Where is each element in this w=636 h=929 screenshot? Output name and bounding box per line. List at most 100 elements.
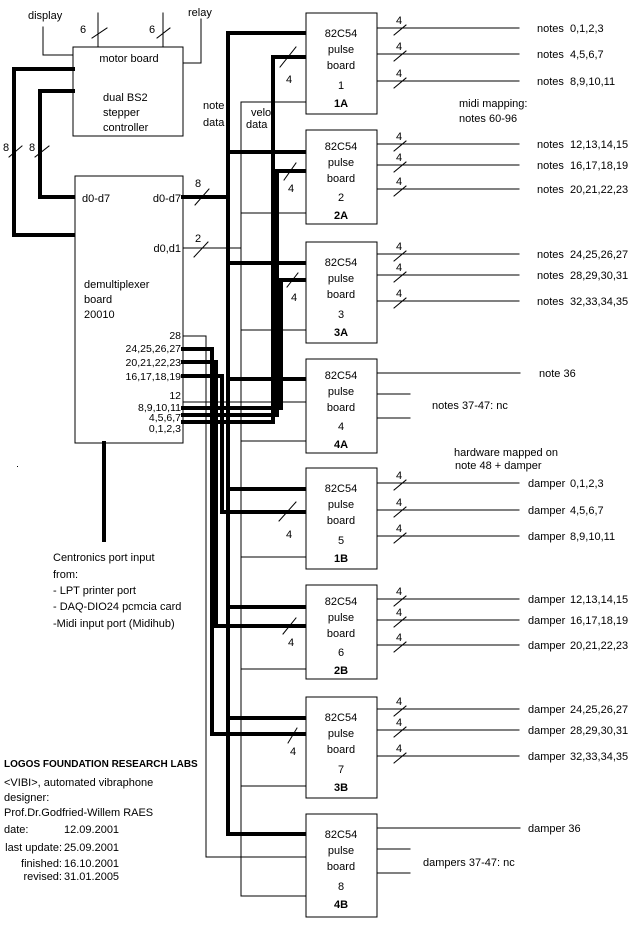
board-type-label: pulse	[328, 44, 354, 56]
board-type-label: board	[327, 628, 355, 640]
bus-width-label: 4	[288, 183, 294, 195]
board-number: 7	[338, 764, 344, 776]
output-label: damper	[528, 615, 566, 627]
output-value: 24,25,26,27	[570, 249, 628, 261]
bus-width-label: 4	[396, 152, 402, 164]
bus-width-slash	[393, 185, 407, 197]
output-value: 8,9,10,11	[570, 76, 615, 88]
bus-width-slash	[393, 705, 407, 717]
bus-width-label: 4	[396, 288, 402, 300]
demux-output-wire	[181, 360, 308, 628]
pulse-board-box	[305, 12, 378, 115]
output-label: damper	[528, 704, 566, 716]
board-output: 4 notes 8,9,10,11	[376, 68, 615, 89]
output-value: 16,17,18,19	[570, 160, 628, 172]
bus-width-label: 4	[396, 241, 402, 253]
organization-name: LOGOS FOUNDATION RESEARCH LABS	[4, 759, 198, 770]
pulse-board-box	[305, 358, 378, 454]
board-type-label: board	[327, 60, 355, 72]
output-label: notes	[537, 160, 564, 172]
date-label: last update:	[5, 842, 62, 854]
output-label: notes	[537, 23, 564, 35]
output-label: damper	[528, 751, 566, 763]
demux-output-label: 16,17,18,19	[126, 371, 182, 383]
bus-width-label: 4	[396, 41, 402, 53]
bus-width-slash	[393, 271, 407, 283]
midi-mapping-note: midi mapping:	[459, 98, 527, 110]
board-number: 4	[338, 421, 344, 433]
board-number: 1	[338, 80, 344, 92]
bus-width-slash	[393, 77, 407, 89]
output-label: damper	[528, 531, 566, 543]
demux-output-label: 20,21,22,23	[126, 357, 182, 369]
pulse-board-box	[305, 696, 378, 799]
demux-output-wire	[182, 335, 307, 858]
bus-width-label: 4	[286, 529, 292, 541]
output-label: notes	[537, 76, 564, 88]
bus-width-slash	[393, 752, 407, 764]
output-value: 24,25,26,27	[570, 704, 628, 716]
bus-width-slash	[34, 145, 50, 158]
output-value: 12,13,14,15	[570, 139, 628, 151]
centronics-text: -Midi input port (Midihub)	[53, 618, 175, 630]
bus-width-slash	[393, 50, 407, 62]
board-number: 5	[338, 535, 344, 547]
bus-width-label: 4	[396, 68, 402, 80]
date-value: 31.01.2005	[64, 871, 119, 883]
bus-width-label: 4	[396, 607, 402, 619]
motor-board-title: motor board	[99, 53, 158, 65]
output-label: note 36	[539, 368, 576, 380]
output-label: notes	[537, 49, 564, 61]
bus-width-slash	[393, 595, 407, 607]
board-type-label: board	[327, 515, 355, 527]
bus-width-label: 4	[288, 637, 294, 649]
board-number: 6	[338, 647, 344, 659]
date-value: 16.10.2001	[64, 858, 119, 870]
output-value: 8,9,10,11	[570, 531, 615, 543]
bus-width-label: 4	[396, 743, 402, 755]
output-value: 20,21,22,23	[570, 184, 628, 196]
bus-width-slash	[393, 24, 407, 36]
output-label: damper	[528, 640, 566, 652]
output-value: 12,13,14,15	[570, 594, 628, 606]
note-data-label: data	[203, 117, 225, 129]
output-label: damper	[528, 725, 566, 737]
bus-width-label: 2	[195, 233, 201, 245]
board-type-label: board	[327, 402, 355, 414]
pulse-board-box	[305, 584, 378, 680]
demux-output-label: 12	[169, 390, 181, 402]
board-type-label: pulse	[328, 845, 354, 857]
bus-width-slash	[282, 617, 297, 635]
chip-label: 82C54	[325, 370, 357, 382]
demux-output-label: 8,9,10,11	[138, 402, 181, 414]
output-label: notes	[537, 139, 564, 151]
bus-width-slash	[287, 727, 298, 744]
bus-width-label: 8	[29, 142, 35, 154]
pulse-board-box	[305, 129, 378, 225]
relay-label: relay	[188, 7, 212, 19]
not-connected-note: dampers 37-47: nc	[423, 857, 515, 869]
centronics-text: Centronics port input	[53, 552, 155, 564]
stray-dot	[17, 466, 18, 467]
bus-width-label: 4	[396, 131, 402, 143]
output-value: 16,17,18,19	[570, 615, 628, 627]
bus-width-label: 4	[396, 497, 402, 509]
bus-width-slash	[393, 479, 407, 491]
demux-port-label: d0-d7	[82, 193, 110, 205]
display-label: display	[28, 10, 63, 22]
display-wire	[42, 26, 74, 56]
motor-board-description: stepper	[103, 107, 140, 119]
